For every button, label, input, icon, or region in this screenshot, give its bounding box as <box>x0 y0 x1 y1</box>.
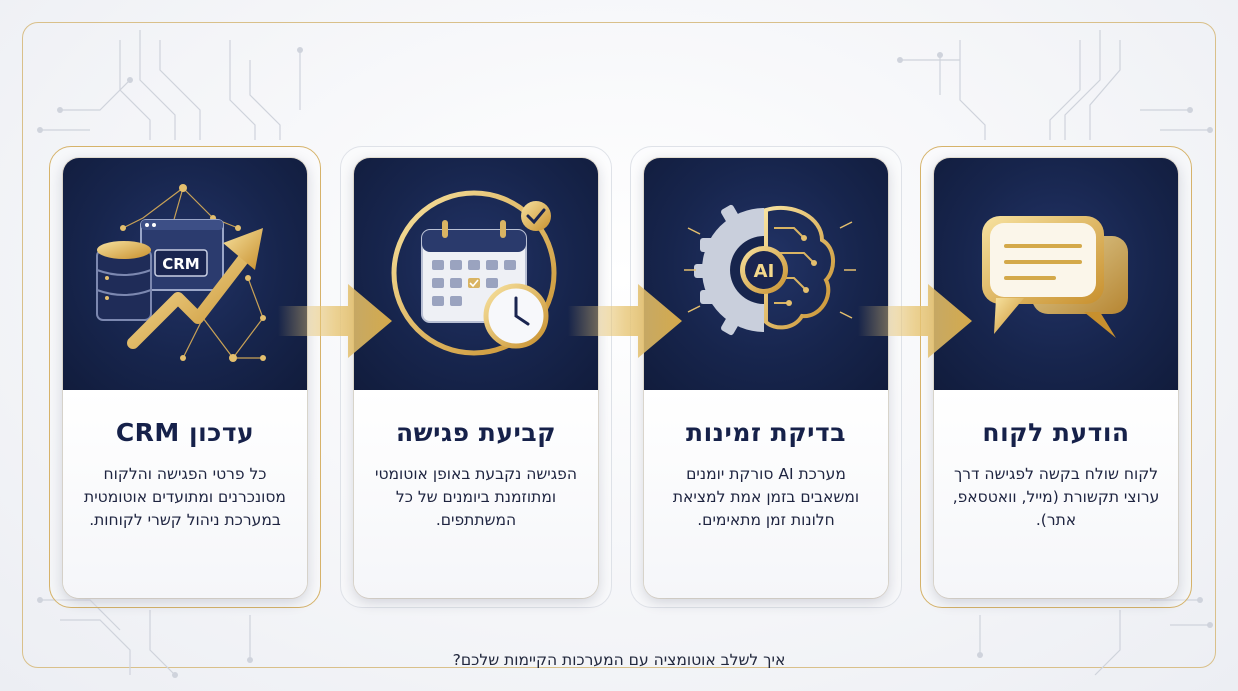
card-text: הודעת לקוח לקוח שולח בקשה לפגישה דרך ערו… <box>934 390 1178 598</box>
card-panel: הודעת לקוח לקוח שולח בקשה לפגישה דרך ערו… <box>934 158 1178 598</box>
card-illustration <box>934 158 1178 390</box>
crm-icon-label: CRM <box>162 255 200 273</box>
step-card-availability-check: AI בדיקת זמינות מערכת AI סורקת יומנים ומ… <box>630 146 902 608</box>
flow-arrow-right <box>858 284 972 358</box>
step-card-customer-message: הודעת לקוח לקוח שולח בקשה לפגישה דרך ערו… <box>920 146 1192 608</box>
card-illustration: AI <box>644 158 888 390</box>
step-title: עדכון CRM <box>115 418 255 447</box>
step-title: קביעת פגישה <box>395 418 557 447</box>
step-description: לקוח שולח בקשה לפגישה דרך ערוצי תקשורת (… <box>952 465 1160 529</box>
outer-frame <box>22 22 1216 668</box>
step-title: הודעת לקוח <box>982 418 1130 447</box>
flow-arrow-right <box>568 284 682 358</box>
card-text: קביעת פגישה הפגישה נקבעת באופן אוטומטי ו… <box>354 390 598 598</box>
step-title: בדיקת זמינות <box>686 418 846 447</box>
card-text: בדיקת זמינות מערכת AI סורקת יומנים ומשאב… <box>644 390 888 598</box>
step-description: מערכת AI סורקת יומנים ומשאבים בזמן אמת ל… <box>672 465 860 529</box>
ai-gear-brain-icon: AI <box>684 204 856 336</box>
card-illustration <box>354 158 598 390</box>
step-description: הפגישה נקבעת באופן אוטומטי ומתוזמנת ביומ… <box>375 465 577 529</box>
step-card-crm-update: CRM עדכון CRM כל פרטי הפגישה והלקוח מסונ… <box>49 146 321 608</box>
step-card-schedule-meeting: קביעת פגישה הפגישה נקבעת באופן אוטומטי ו… <box>340 146 612 608</box>
chat-bubble-icon <box>982 216 1128 338</box>
crm-database-growth-icon: CRM <box>96 184 266 362</box>
card-panel: CRM עדכון CRM כל פרטי הפגישה והלקוח מסונ… <box>63 158 307 598</box>
footer-question: איך לשלב אוטומציה עם המערכות הקיימות שלכ… <box>452 651 786 669</box>
card-illustration: CRM <box>63 158 307 390</box>
flow-arrow-right <box>278 284 392 358</box>
card-panel: AI בדיקת זמינות מערכת AI סורקת יומנים ומ… <box>644 158 888 598</box>
ai-icon-label: AI <box>754 261 775 282</box>
calendar-clock-icon <box>391 190 557 356</box>
card-text: עדכון CRM כל פרטי הפגישה והלקוח מסונכרני… <box>63 390 307 598</box>
card-panel: קביעת פגישה הפגישה נקבעת באופן אוטומטי ו… <box>354 158 598 598</box>
step-description: כל פרטי הפגישה והלקוח מסונכרנים ומתועדים… <box>84 465 286 529</box>
